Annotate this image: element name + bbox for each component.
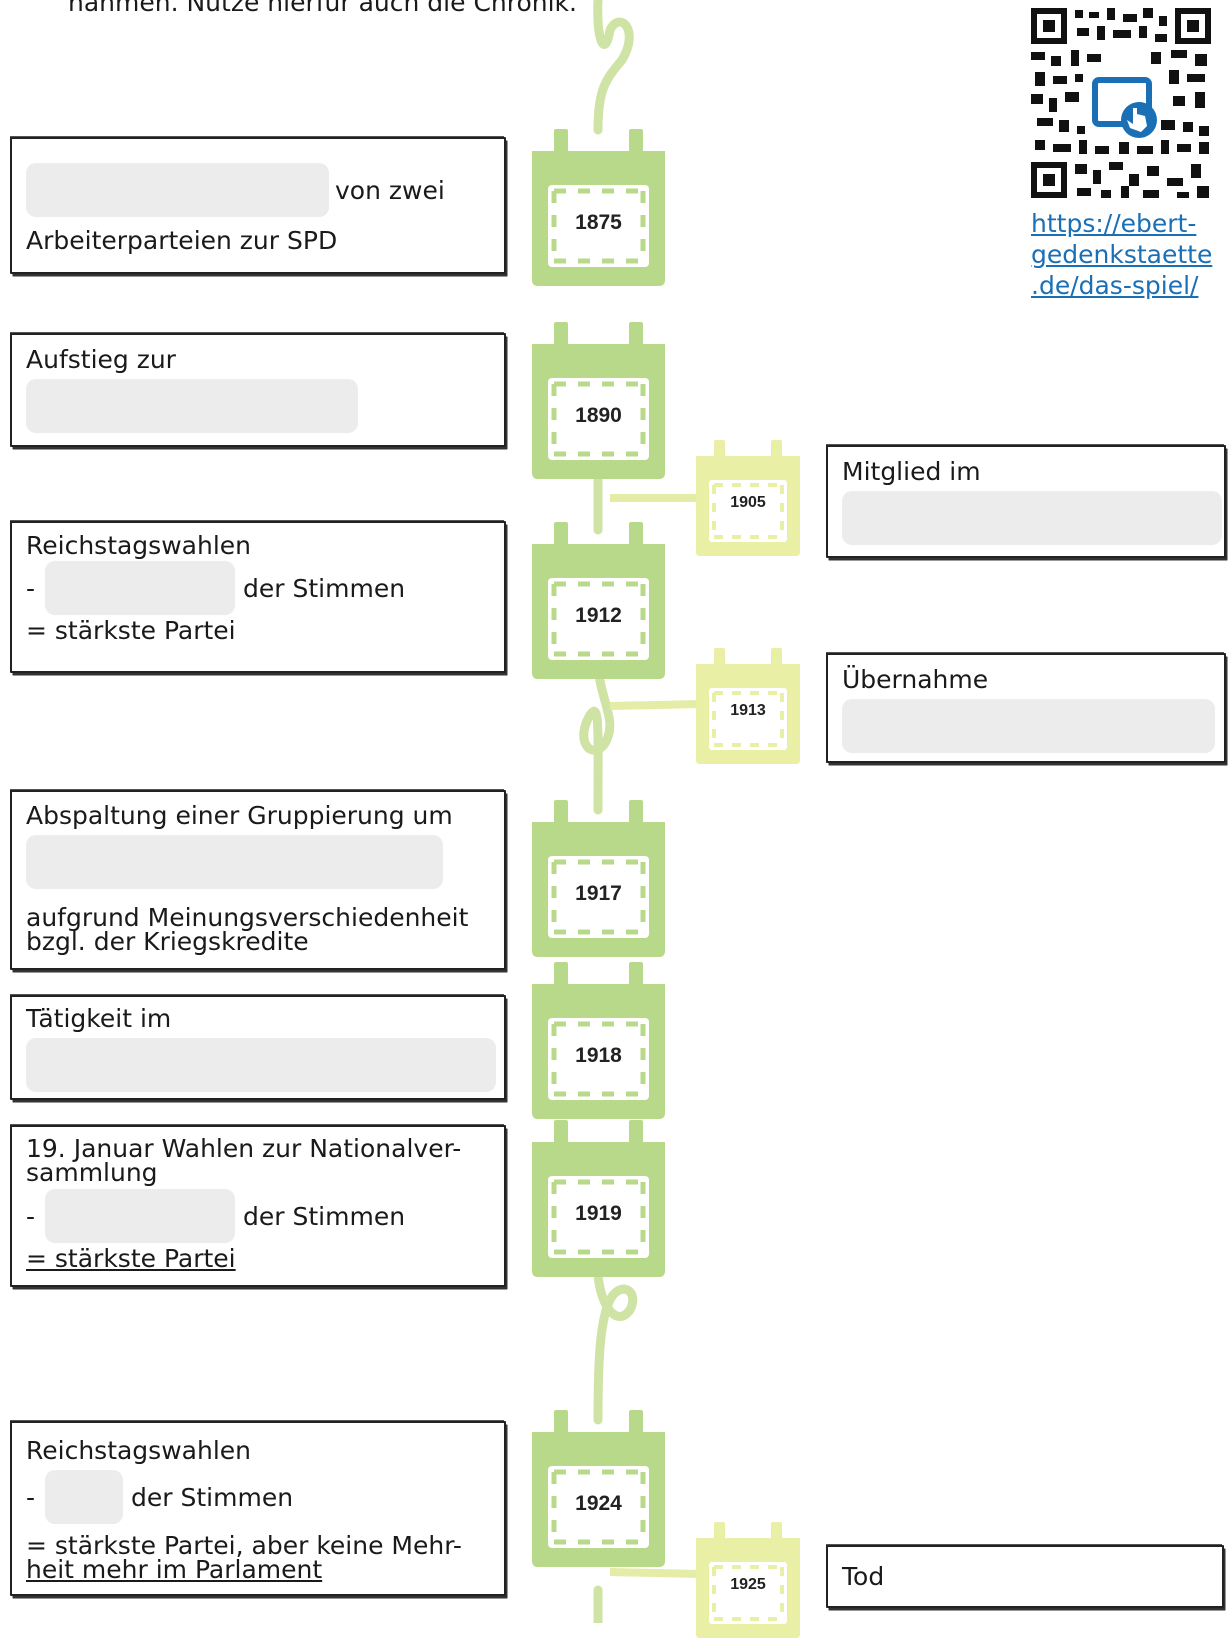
box-text: Arbeiterparteien zur SPD <box>26 226 338 255</box>
blank-field[interactable] <box>26 379 358 433</box>
qr-link[interactable]: https://ebert- gedenkstaette .de/das-spi… <box>1031 208 1221 301</box>
tap-screen-icon <box>1085 66 1161 142</box>
box-text: Reichstagswahlen <box>26 1436 251 1465</box>
calendar-year: 1875 <box>575 211 622 234</box>
blank-field[interactable] <box>842 699 1215 753</box>
blank-field[interactable] <box>842 491 1222 545</box>
calendar-icon <box>696 1522 800 1638</box>
calendar-year: 1890 <box>575 404 622 427</box>
calendar-year: 1925 <box>730 1576 766 1593</box>
calendar-1925: 1925 <box>692 1520 804 1640</box>
calendar-year: 1917 <box>575 882 622 905</box>
calendar-icon <box>696 648 800 764</box>
box-text: = stärkste Partei, aber keine Mehr- <box>26 1531 462 1560</box>
calendar-icon <box>532 522 665 679</box>
qr-link-line[interactable]: https://ebert- <box>1031 209 1197 238</box>
event-box-1905: Mitglied im <box>826 445 1226 558</box>
calendar-1905: 1905 <box>692 438 804 558</box>
box-text: Tod <box>842 1562 885 1591</box>
event-box-1924: Reichstagswahlen - der Stimmen = stärkst… <box>10 1421 506 1596</box>
event-box-1913: Übernahme <box>826 653 1226 763</box>
event-box-1875: von zwei Arbeiterparteien zur SPD <box>10 137 506 274</box>
calendar-year: 1905 <box>730 494 766 511</box>
box-text: der Stimmen <box>243 573 406 603</box>
calendar-icon <box>532 129 665 286</box>
calendar-icon <box>532 322 665 479</box>
calendar-1912: 1912 <box>526 520 671 681</box>
box-text: Reichstagswahlen <box>26 531 251 560</box>
event-box-1918: Tätigkeit im <box>10 995 506 1100</box>
box-text: = stärkste Partei <box>26 1244 236 1273</box>
calendar-year: 1912 <box>575 604 622 627</box>
box-text: - <box>26 573 36 603</box>
box-text: bzgl. der Kriegskredite <box>26 927 309 956</box>
calendar-1875: 1875 <box>526 127 671 288</box>
event-box-1925: Tod <box>826 1545 1224 1608</box>
box-text: - <box>26 1482 36 1512</box>
event-box-1890: Aufstieg zur <box>10 333 506 447</box>
blank-field[interactable] <box>26 1038 496 1092</box>
box-text: aufgrund Meinungsverschiedenheit <box>26 903 469 932</box>
calendar-year: 1913 <box>730 702 766 719</box>
calendar-1924: 1924 <box>526 1408 671 1569</box>
qr-code-icon[interactable] <box>1031 8 1211 198</box>
calendar-icon <box>532 1120 665 1277</box>
event-box-1912: Reichstagswahlen - der Stimmen = stärkst… <box>10 521 506 673</box>
box-text: = stärkste Partei <box>26 616 236 645</box>
blank-field[interactable] <box>45 1470 124 1524</box>
blank-field[interactable] <box>45 1189 236 1243</box>
box-text: sammlung <box>26 1158 158 1187</box>
blank-field[interactable] <box>26 163 329 217</box>
calendar-1919: 1919 <box>526 1118 671 1279</box>
box-text: Übernahme <box>842 665 989 694</box>
calendar-1917: 1917 <box>526 798 671 959</box>
calendar-1890: 1890 <box>526 320 671 481</box>
blank-field[interactable] <box>26 835 443 889</box>
box-text: der Stimmen <box>131 1482 294 1512</box>
qr-link-line[interactable]: .de/das-spiel/ <box>1031 271 1199 300</box>
calendar-icon <box>532 800 665 957</box>
intro-text: nahmen. Nutze hierfür auch die Chronik. <box>68 0 577 17</box>
box-text: Abspaltung einer Gruppierung um <box>26 801 453 830</box>
event-box-1917: Abspaltung einer Gruppierung um aufgrund… <box>10 790 506 970</box>
calendar-icon <box>532 1410 665 1567</box>
calendar-year: 1919 <box>575 1202 622 1225</box>
box-text: Aufstieg zur <box>26 345 176 374</box>
box-text: von zwei <box>335 175 445 205</box>
calendar-1913: 1913 <box>692 646 804 766</box>
box-text: Tätigkeit im <box>26 1004 172 1033</box>
calendar-year: 1918 <box>575 1044 622 1067</box>
blank-field[interactable] <box>45 561 236 615</box>
box-text: heit mehr im Parlament <box>26 1555 323 1584</box>
box-text: Mitglied im <box>842 457 981 486</box>
calendar-icon <box>696 440 800 556</box>
calendar-year: 1924 <box>575 1492 622 1515</box>
event-box-1919: 19. Januar Wahlen zur Nationalver- samml… <box>10 1125 506 1287</box>
calendar-icon <box>532 962 665 1119</box>
calendar-1918: 1918 <box>526 960 671 1121</box>
box-text: - <box>26 1201 36 1231</box>
box-text: 19. Januar Wahlen zur Nationalver- <box>26 1134 462 1163</box>
box-text: der Stimmen <box>243 1201 406 1231</box>
qr-link-line[interactable]: gedenkstaette <box>1031 240 1213 269</box>
